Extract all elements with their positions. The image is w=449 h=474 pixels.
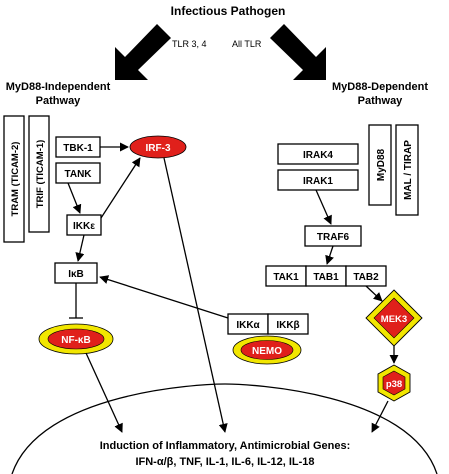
dependent-pathway-line2: Pathway bbox=[358, 95, 404, 107]
right-big-arrow bbox=[270, 24, 326, 80]
tak1-label: TAK1 bbox=[273, 272, 299, 283]
irak1-to-traf6-arrow bbox=[315, 189, 332, 225]
left-big-arrow bbox=[115, 24, 171, 80]
nfkb-label: NF-κB bbox=[61, 335, 90, 346]
traf6-label: TRAF6 bbox=[317, 232, 350, 243]
ikke-to-ikb-arrow bbox=[75, 234, 85, 262]
irak4-label: IRAK4 bbox=[303, 150, 333, 161]
ikka-label: IKKα bbox=[236, 320, 260, 331]
ikkb-box bbox=[267, 313, 309, 335]
myd88-box bbox=[368, 124, 392, 206]
trif-box bbox=[28, 115, 50, 233]
tlr34-label: TLR 3, 4 bbox=[172, 39, 207, 49]
nemo-label: NEMO bbox=[252, 346, 282, 357]
mal-box bbox=[395, 124, 419, 216]
irak1-label: IRAK1 bbox=[303, 176, 333, 187]
ikkb-label: IKKβ bbox=[276, 320, 299, 331]
ikke-to-irf3-arrow bbox=[100, 157, 141, 219]
tank-to-ikke-arrow bbox=[67, 182, 82, 214]
tank-label: TANK bbox=[64, 169, 92, 180]
tram-box bbox=[3, 115, 25, 243]
nfkb-to-genes-arrow bbox=[85, 352, 123, 433]
independent-pathway-line2: Pathway bbox=[36, 95, 82, 107]
irf3-label: IRF-3 bbox=[146, 143, 171, 154]
independent-pathway-line1: MyD88-Independent bbox=[6, 81, 111, 93]
tab2-to-mek3-arrow bbox=[365, 285, 383, 302]
tank-box bbox=[55, 162, 101, 184]
tram-label: TRAM (TICAM-2) bbox=[10, 142, 21, 217]
all-tlr-label: All TLR bbox=[232, 39, 262, 49]
mek3-node bbox=[373, 297, 415, 339]
irak4-box bbox=[277, 143, 359, 165]
tab1-label: TAB1 bbox=[313, 272, 339, 283]
trif-label: TRIF (TICAM-1) bbox=[35, 140, 46, 209]
p38-label: p38 bbox=[386, 379, 402, 390]
nfkb-node bbox=[47, 328, 105, 350]
ikke-label: IKKε bbox=[73, 221, 95, 232]
irf3-node bbox=[129, 135, 187, 159]
ikk-to-ikb-arrow bbox=[99, 275, 229, 319]
induction-line2: IFN-α/β, TNF, IL-1, IL-6, IL-12, IL-18 bbox=[135, 456, 314, 468]
nemo-node bbox=[240, 340, 294, 360]
traf6-to-tab1-arrow bbox=[325, 245, 334, 265]
mek3-label: MEK3 bbox=[381, 314, 407, 325]
mal-label: MAL / TIRAP bbox=[403, 140, 414, 200]
tbk1-label: TBK-1 bbox=[63, 143, 93, 154]
myd88-label: MyD88 bbox=[376, 148, 387, 181]
ikb-label: IκB bbox=[68, 269, 84, 280]
induction-line1: Induction of Inflammatory, Antimicrobial… bbox=[100, 440, 351, 452]
tab2-label: TAB2 bbox=[353, 272, 379, 283]
diagram-title: Infectious Pathogen bbox=[171, 4, 286, 18]
p38-node bbox=[382, 370, 406, 396]
irak1-box bbox=[277, 169, 359, 191]
dependent-pathway-line1: MyD88-Dependent bbox=[332, 81, 428, 93]
irf3-to-genes-arrow bbox=[163, 157, 228, 433]
nucleus-arc bbox=[11, 383, 438, 474]
